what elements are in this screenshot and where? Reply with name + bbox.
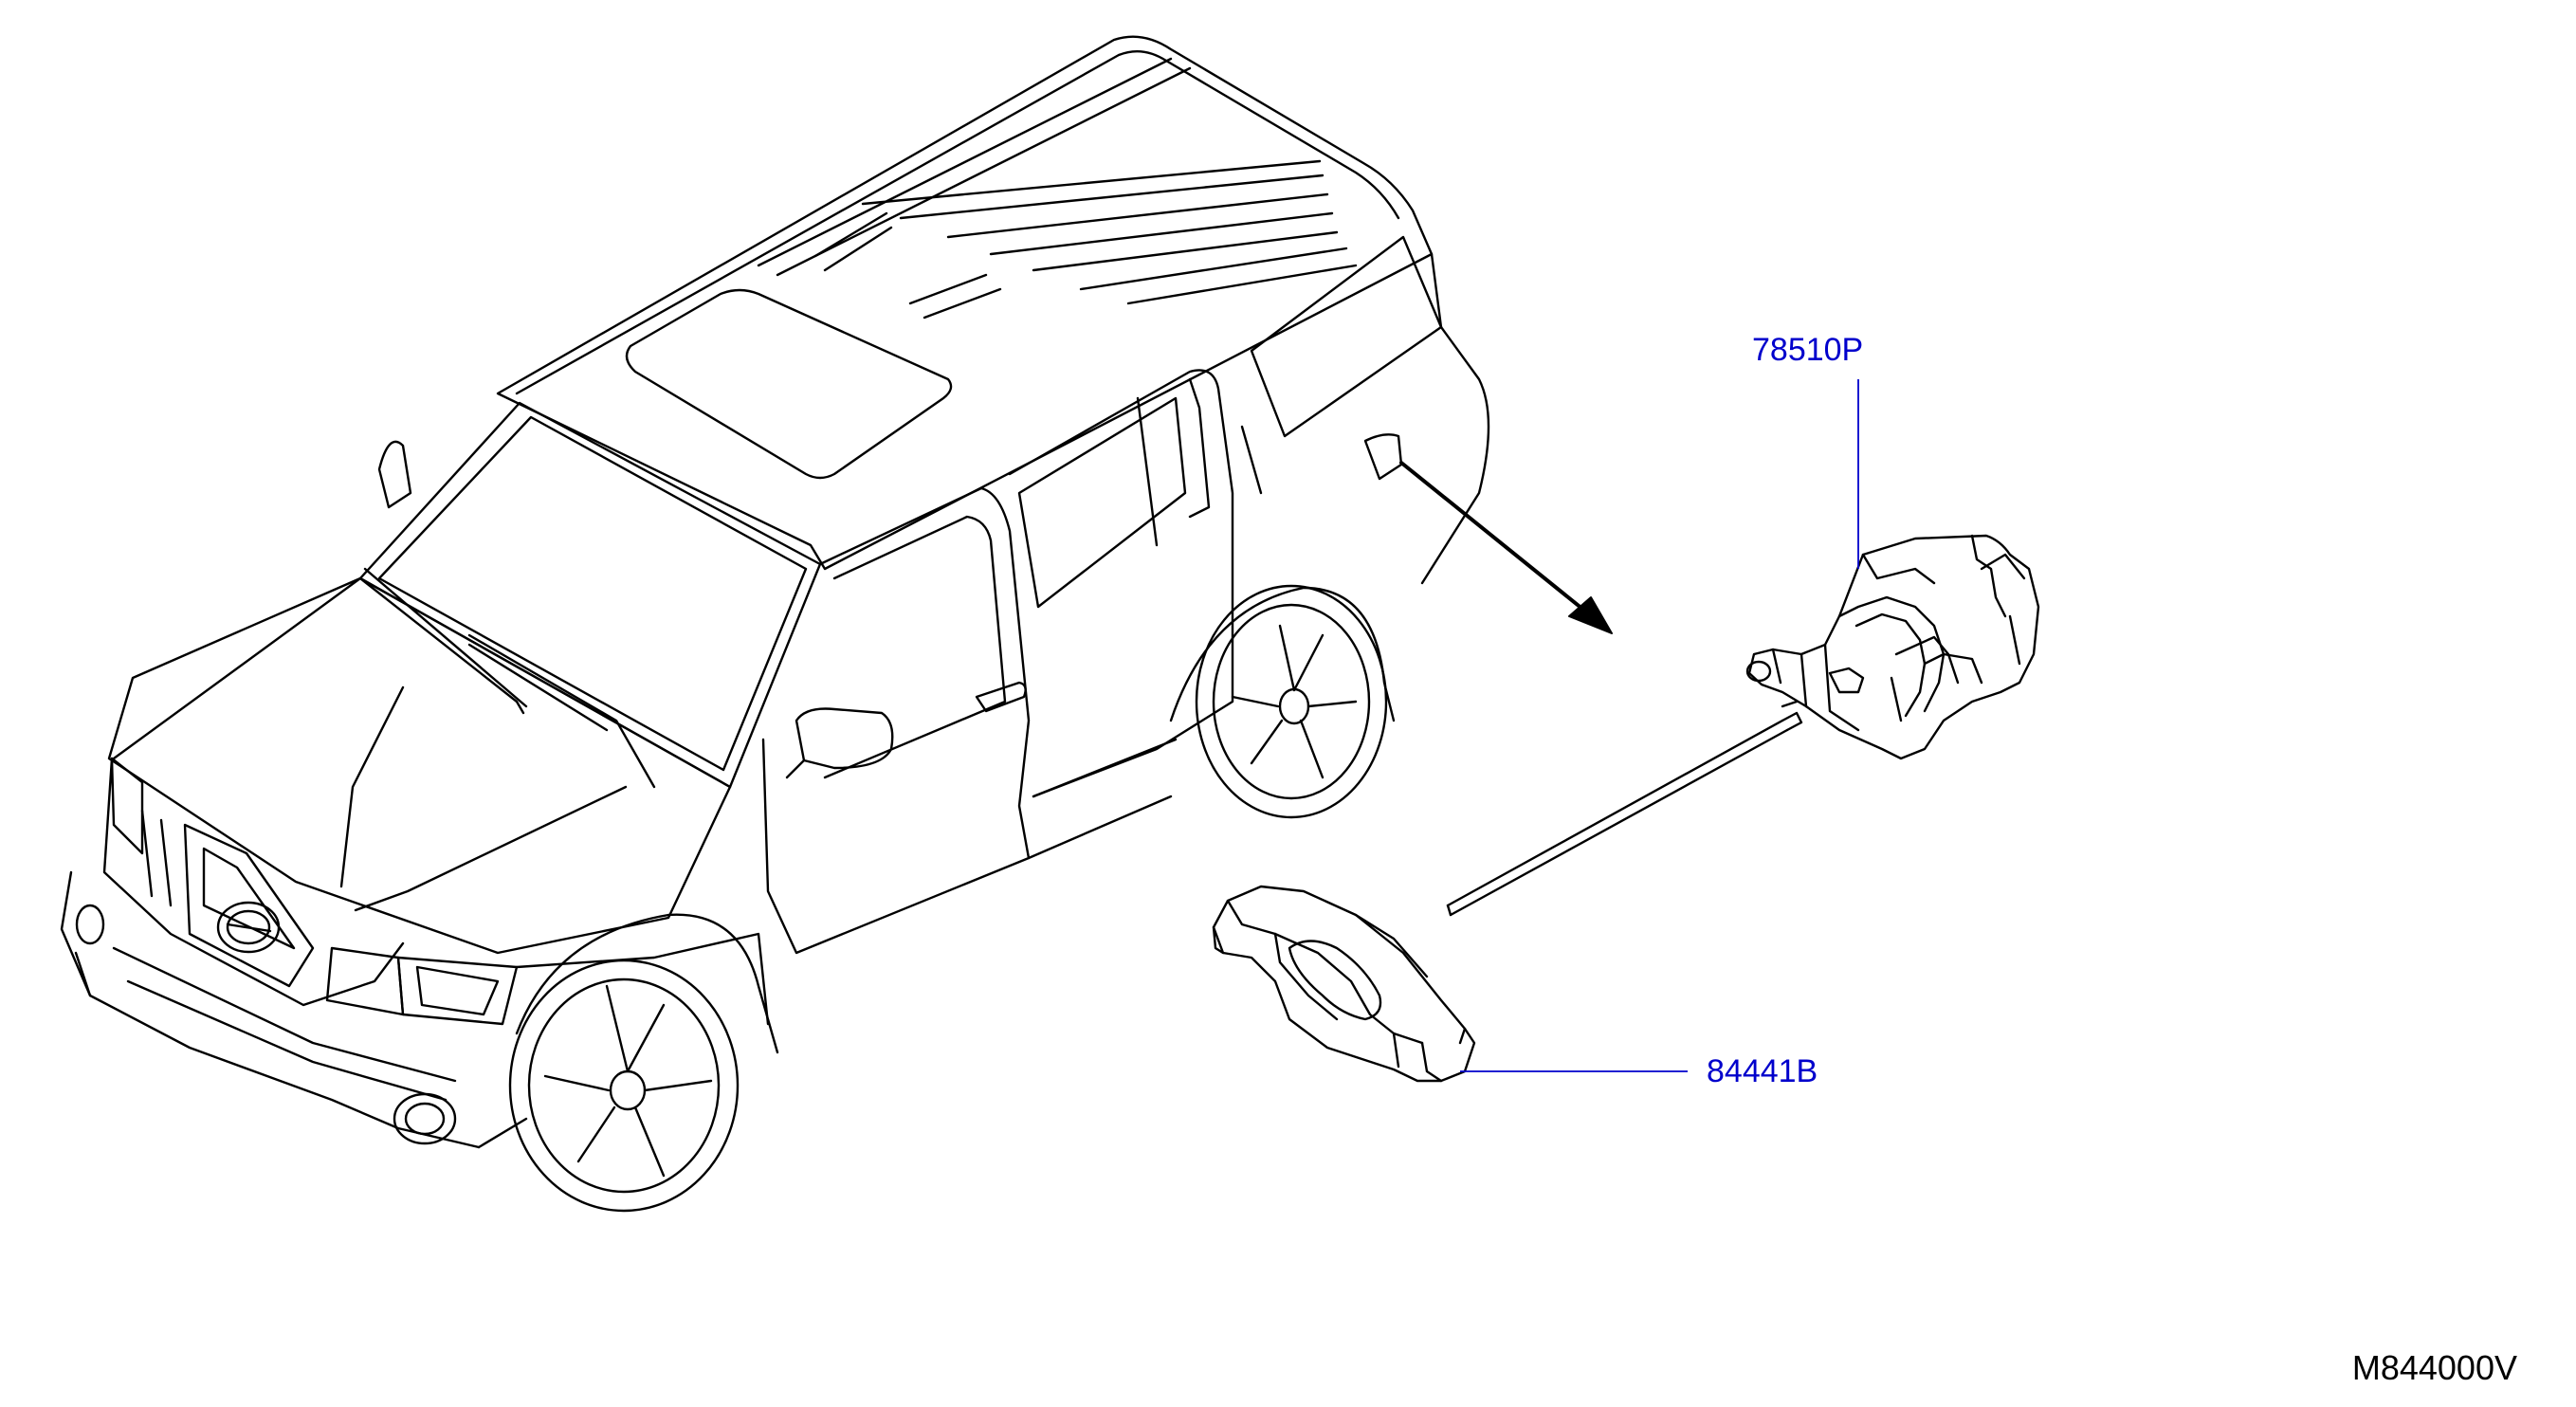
part-callout-84441b[interactable]: 84441B xyxy=(1707,1053,1818,1089)
direction-arrow-icon xyxy=(1399,461,1613,634)
tire-hoist-rod-illustration xyxy=(1446,700,1803,917)
jack-bracket-illustration xyxy=(1745,534,2040,760)
part-callout-78510p[interactable]: 78510P xyxy=(1752,332,1864,368)
suv-vehicle-illustration xyxy=(60,35,1490,1213)
diagram-code-label: M844000V xyxy=(2351,1348,2517,1387)
spare-tire-carrier-illustration xyxy=(1212,885,1476,1083)
